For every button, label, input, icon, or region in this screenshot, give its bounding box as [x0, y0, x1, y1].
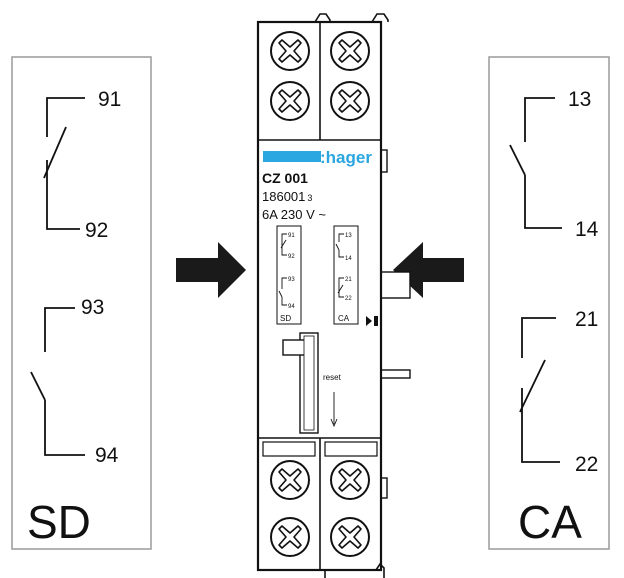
- contact-no-93-94: [30, 307, 85, 456]
- panel-label-ca: CA: [518, 496, 582, 548]
- reset-slider-handle[interactable]: [282, 339, 306, 356]
- terminal-label-14: 14: [575, 218, 599, 241]
- terminal-label-93: 93: [81, 296, 104, 319]
- contact-nc-21-22: [519, 317, 560, 463]
- screw-terminal-icon: [330, 517, 370, 557]
- terminal-label-94: 94: [95, 444, 119, 467]
- right-contact-panel: 13 14 21 22 CA: [488, 56, 610, 550]
- din-clip-bottom: [324, 562, 385, 578]
- terminal-label-21: 21: [575, 308, 598, 331]
- screw-terminal-icon: [270, 517, 310, 557]
- brand-logo: :hager: [320, 148, 372, 167]
- contact-no-13-14: [509, 97, 562, 229]
- sd-window-92: 92: [288, 254, 295, 260]
- sd-window-93: 93: [288, 277, 295, 283]
- left-contact-panel: 91 92 93 94 SD: [11, 56, 152, 550]
- terminal-label-22: 22: [575, 453, 598, 476]
- model-label: CZ 001: [262, 170, 308, 186]
- ca-window-21: 21: [345, 277, 352, 283]
- terminal-label-91: 91: [98, 88, 121, 111]
- ca-window-22: 22: [345, 296, 352, 302]
- sd-window-94: 94: [288, 304, 295, 310]
- ca-window-13: 13: [345, 233, 352, 239]
- arrow-right-icon: [176, 242, 246, 298]
- sd-window: [276, 225, 302, 325]
- side-lever: [379, 271, 411, 299]
- terminal-label-13: 13: [568, 88, 591, 111]
- screw-terminal-icon: [270, 460, 310, 500]
- ca-window-label: CA: [338, 314, 350, 323]
- screw-terminal-icon: [330, 460, 370, 500]
- ca-window: [333, 225, 359, 325]
- left-panel-frame: [11, 56, 152, 550]
- screw-terminal-icon: [330, 81, 370, 121]
- brand-stripe: [263, 151, 321, 162]
- screw-terminal-icon: [270, 81, 310, 121]
- sd-window-91: 91: [288, 233, 295, 239]
- terminal-label-92: 92: [85, 219, 108, 242]
- screw-terminal-icon: [330, 31, 370, 71]
- panel-label-sd: SD: [27, 496, 91, 548]
- arrow-left-icon: [393, 242, 464, 298]
- screw-terminal-icon: [270, 31, 310, 71]
- reset-label: reset: [323, 373, 342, 382]
- right-panel-frame: [488, 56, 610, 550]
- din-clip-top: [314, 13, 389, 23]
- side-pin: [379, 369, 411, 379]
- arrow-down-icon: [330, 418, 338, 428]
- sd-window-label: SD: [280, 314, 291, 323]
- rating-label: 6A 230 V ~: [262, 207, 326, 222]
- ca-window-14: 14: [345, 256, 352, 262]
- contact-nc-91-92: [43, 97, 85, 230]
